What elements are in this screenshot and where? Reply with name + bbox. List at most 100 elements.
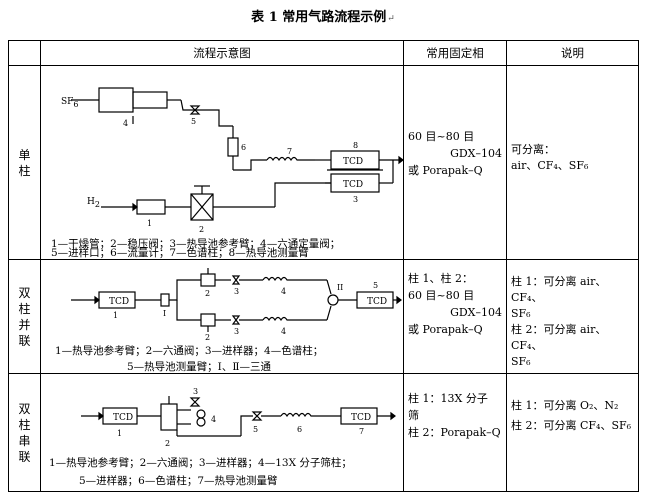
stationary-line: 或 Porapak–Q xyxy=(408,164,483,177)
label-4: 4 xyxy=(123,119,128,128)
column-coil-lower xyxy=(262,316,303,322)
label-3: 3 xyxy=(193,387,198,396)
six-port-valve-box xyxy=(98,87,134,113)
stationary-line: GDX–104 xyxy=(450,147,502,160)
stationary-line: GDX–104 xyxy=(450,306,502,319)
row-label-char: 柱 xyxy=(18,163,31,178)
stationary-line: 或 Porapak–Q xyxy=(408,323,483,336)
legend-line-2: 5—进样器；6—色谱柱；7—热导池测量臂 xyxy=(79,474,278,487)
row-label-char: 柱 xyxy=(18,417,31,432)
diagram-series: TCD TCD 1 2 3 4 5 6 7 1—热导池参考臂；2—六通阀；3—进… xyxy=(40,373,404,492)
flow-diagram-series: TCD TCD 1 2 3 4 5 6 7 1—热导池参考臂；2—六通阀；3—进… xyxy=(49,387,396,487)
row-label-series: 双 柱 串 联 xyxy=(8,373,41,492)
table-row-single-column: 单 柱 xyxy=(8,65,639,260)
stationary-line: 60 目~80 目 xyxy=(408,289,475,302)
note-line: 柱 1：可分离 O₂、N₂ xyxy=(511,399,619,412)
header-stationary-phase: 常用固定相 xyxy=(403,40,507,66)
stationary-series: 柱 1：13X 分子 筛 柱 2：Porapak–Q xyxy=(403,373,507,492)
label-2-lower: 2 xyxy=(205,333,210,342)
legend-line-1: 1—干燥管；2—稳压阀；3—热导池参考臂；4—六通定量阀； xyxy=(51,237,340,250)
label-2: 2 xyxy=(165,439,170,448)
row-label-parallel: 双 柱 并 联 xyxy=(8,259,41,374)
row-label-char: 双 xyxy=(18,401,31,416)
label-2-upper: 2 xyxy=(205,289,210,298)
stationary-line: 柱 2：Porapak–Q xyxy=(408,426,501,439)
flow-meter xyxy=(227,137,239,157)
label-4: 4 xyxy=(211,415,216,424)
quantitative-loop-box xyxy=(132,91,168,109)
label-6: 6 xyxy=(241,143,246,152)
legend-line-1: 1—热导池参考臂；2—六通阀；3—进样器；4—色谱柱； xyxy=(55,344,323,357)
note-line: 柱 1：可分离 air、CF₄、 xyxy=(511,275,607,304)
label-3-upper: 3 xyxy=(234,287,239,296)
label-1: 1 xyxy=(113,311,118,320)
label-1: 1 xyxy=(147,219,152,228)
stationary-parallel: 柱 1、柱 2： 60 目~80 目 GDX–104 或 Porapak–Q xyxy=(403,259,507,374)
dryer-tube xyxy=(136,199,166,215)
tcd-label-top: TCD xyxy=(343,157,363,167)
row-label-char: 串 xyxy=(18,433,31,448)
tee-II xyxy=(327,294,339,306)
note-single: 可分离： air、CF₄、SF₆ xyxy=(506,65,639,260)
six-port-valve-lower xyxy=(200,313,216,327)
stationary-line: 柱 1：13X 分子 xyxy=(408,392,488,405)
row-label-char: 双 xyxy=(18,285,31,300)
label-8: 8 xyxy=(353,141,358,150)
row-label-char: 单 xyxy=(18,147,31,162)
return-mark: ↵ xyxy=(387,14,395,24)
flow-diagram-single: SF6 H2 TCD TCD 1 2 3 4 5 6 7 8 1—干燥管；2—稳… xyxy=(51,87,403,259)
legend-line-2: 5—热导池测量臂；Ⅰ、Ⅱ—三通 xyxy=(127,360,271,373)
diagram-parallel: TCD TCD 1 I II 2 2 3 3 4 4 5 1—热导池参考臂；2—… xyxy=(40,259,404,374)
stationary-single: 60 目~80 目 GDX–104 或 Porapak–Q xyxy=(403,65,507,260)
table-row-series: 双 柱 串 联 xyxy=(8,373,639,492)
label-4-upper: 4 xyxy=(281,287,286,296)
flow-diagram-parallel: TCD TCD 1 I II 2 2 3 3 4 4 5 1—热导池参考臂；2—… xyxy=(55,268,402,373)
legend-line-2: 5—进样口；6—流量计；7—色谱柱；8—热导池测量臂 xyxy=(51,246,309,259)
note-series: 柱 1：可分离 O₂、N₂ 柱 2：可分离 CF₄、SF₆ xyxy=(506,373,639,492)
column-coil-upper xyxy=(262,276,303,282)
header-blank xyxy=(8,40,41,66)
table-title: 表 1 常用气路流程示例↵ xyxy=(0,6,646,25)
tcd-label-right: TCD xyxy=(367,297,387,307)
gas-flow-table: 流程示意图 常用固定相 说明 单 柱 xyxy=(8,40,639,492)
label-5: 5 xyxy=(253,425,258,434)
injector-valve-5 xyxy=(189,105,201,115)
tcd-label-left: TCD xyxy=(109,297,129,307)
injector-upper xyxy=(231,275,241,285)
six-port-valve-upper xyxy=(200,273,216,287)
table-title-text: 表 1 常用气路流程示例 xyxy=(251,10,387,25)
tee-I xyxy=(160,293,170,307)
note-line: SF₆ xyxy=(511,355,531,368)
label-6: 6 xyxy=(297,425,302,434)
column-coil-7 xyxy=(266,156,315,162)
row-label-single: 单 柱 xyxy=(8,65,41,260)
label-II: II xyxy=(337,283,343,292)
tcd-label-left: TCD xyxy=(113,413,133,423)
h2-label: H2 xyxy=(87,197,100,209)
label-7: 7 xyxy=(359,427,364,436)
note-line: 可分离： xyxy=(511,143,555,156)
note-line: 柱 2：可分离 air、CF₄、 xyxy=(511,323,607,352)
label-5: 5 xyxy=(191,117,196,126)
note-parallel: 柱 1：可分离 air、CF₄、 SF₆ 柱 2：可分离 air、CF₄、 SF… xyxy=(506,259,639,374)
stationary-line: 筛 xyxy=(408,409,419,422)
injector-3 xyxy=(189,397,201,407)
sf6-label: SF6 xyxy=(61,97,79,109)
header-row: 流程示意图 常用固定相 说明 xyxy=(8,40,639,66)
note-line: air、CF₄、SF₆ xyxy=(511,159,589,172)
stationary-line: 柱 1、柱 2： xyxy=(408,272,473,285)
column-coil-6 xyxy=(280,412,317,418)
row-label-char: 柱 xyxy=(18,301,31,316)
legend-line-1: 1—热导池参考臂；2—六通阀；3—进样器；4—13X 分子筛柱； xyxy=(49,456,352,469)
row-label-char: 并 xyxy=(18,317,31,332)
header-note: 说明 xyxy=(506,40,639,66)
injector-5 xyxy=(251,411,263,421)
note-line: SF₆ xyxy=(511,307,531,320)
row-label-char: 联 xyxy=(18,333,31,348)
six-port-valve xyxy=(160,403,178,431)
label-5: 5 xyxy=(373,281,378,290)
label-2: 2 xyxy=(199,225,204,234)
label-3-lower: 3 xyxy=(234,327,239,336)
row-label-char: 联 xyxy=(18,449,31,464)
molecular-sieve-coil xyxy=(196,417,206,427)
